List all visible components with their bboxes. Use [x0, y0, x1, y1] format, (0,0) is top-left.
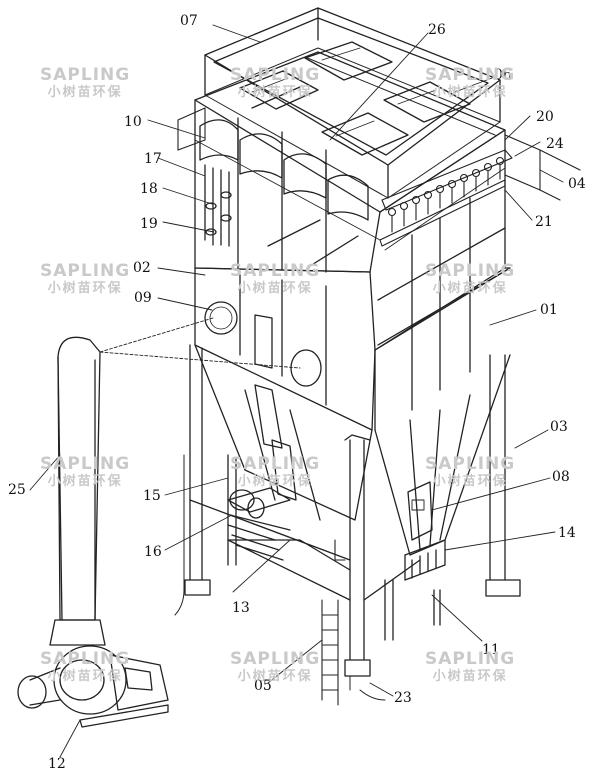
label-17: 17	[144, 151, 162, 167]
label-21: 21	[535, 214, 553, 230]
label-24: 24	[546, 136, 564, 152]
label-13: 13	[232, 600, 250, 616]
pulse-valves	[177, 107, 581, 247]
label-19: 19	[140, 216, 158, 232]
label-05: 05	[254, 678, 272, 694]
piping	[174, 454, 386, 701]
fan-unit	[17, 645, 169, 728]
label-07: 07	[180, 13, 198, 29]
label-01: 01	[540, 302, 558, 318]
label-08: 08	[552, 469, 570, 485]
label-04: 04	[568, 176, 586, 192]
label-16: 16	[144, 544, 162, 560]
label-12: 12	[48, 756, 66, 772]
ladder	[321, 539, 346, 706]
platform-motor	[227, 487, 291, 561]
label-15: 15	[143, 488, 161, 504]
top-cover	[194, 41, 506, 213]
label-23: 23	[394, 690, 412, 706]
hoppers	[194, 344, 511, 581]
label-14: 14	[558, 525, 576, 541]
label-06: 06	[494, 67, 512, 83]
label-03: 03	[550, 419, 568, 435]
support-legs	[184, 344, 521, 677]
label-18: 18	[140, 181, 158, 197]
label-20: 20	[536, 109, 554, 125]
filter-chamber	[194, 99, 506, 351]
label-09: 09	[134, 290, 152, 306]
exhaust-duct	[49, 317, 301, 646]
label-11: 11	[482, 642, 500, 658]
label-02: 02	[133, 260, 151, 276]
part-labels: 07 26 06 10 20 24 04 17 18 19 21 02 09 0…	[8, 13, 586, 772]
roof-railing	[204, 7, 501, 199]
label-10: 10	[124, 114, 142, 130]
label-26: 26	[428, 22, 446, 38]
lower-chamber	[194, 227, 511, 431]
leader-lines	[29, 24, 564, 758]
label-25: 25	[8, 482, 26, 498]
